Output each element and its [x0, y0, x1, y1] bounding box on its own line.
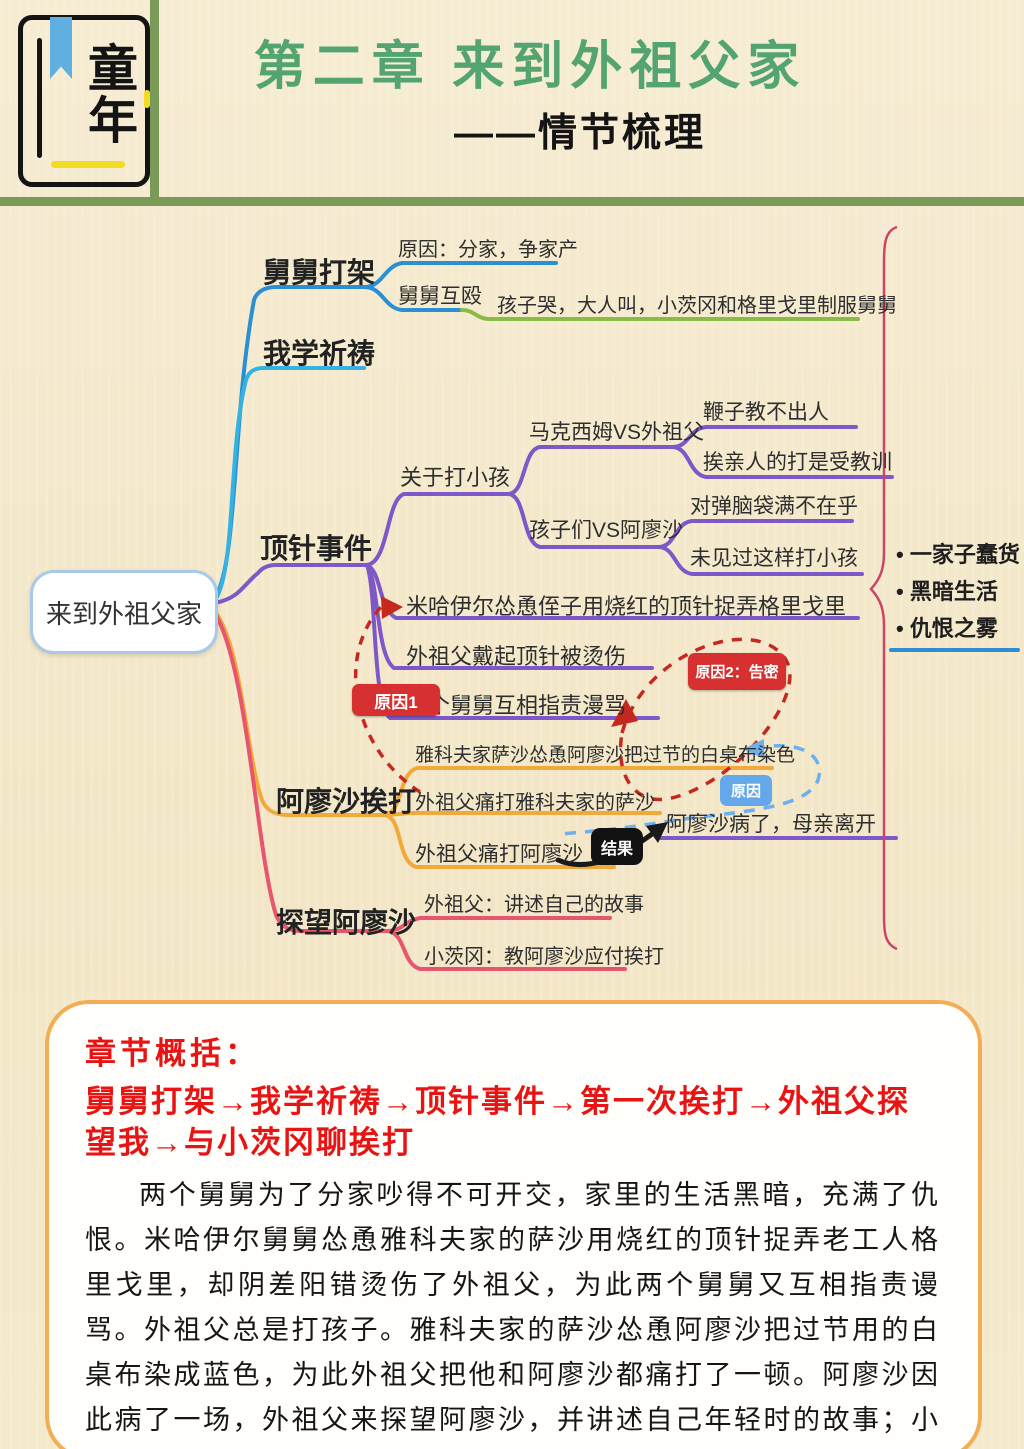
node-flick-no-care: 对弹脑袋满不在乎 — [690, 495, 858, 518]
header-divider-vertical — [150, 0, 159, 197]
node-tsyganok-advice: 小茨冈：教阿廖沙应付挨打 — [424, 946, 664, 968]
node-sasha-tablecloth: 雅科夫家萨沙怂恿阿廖沙把过节的白桌布染色 — [415, 745, 796, 766]
node-uncles-fight: 舅舅打架 — [263, 257, 376, 288]
logo-underline — [51, 161, 125, 168]
node-beating-is-lesson: 挨亲人的打是受教训 — [703, 451, 892, 474]
note-fog-of-hatred: 仇恨之雾 — [896, 610, 1020, 647]
node-about-hitting-kids: 关于打小孩 — [400, 465, 511, 490]
node-fight-cause: 原因：分家，争家产 — [398, 239, 578, 261]
badge-reason2: 原因2：告密 — [688, 653, 786, 690]
node-fight-brawl: 舅舅互殴 — [398, 285, 482, 308]
root-node: 来到外祖父家 — [30, 570, 218, 654]
badge-reason1: 原因1 — [352, 684, 440, 716]
badge-reason: 原因 — [720, 775, 772, 806]
result-arrowhead-icon — [646, 822, 668, 843]
node-kids-vs-alyosha: 孩子们VS阿廖沙 — [529, 519, 684, 542]
node-grandpa-story: 外祖父：讲述自己的故事 — [424, 894, 644, 916]
node-whip-teaches-nothing: 鞭子教不出人 — [703, 401, 829, 424]
node-grandpa-burned: 外祖父戴起顶针被烫伤 — [406, 644, 627, 669]
node-mikhail-prank: 米哈伊尔怂恿侄子用烧红的顶针捉弄格里戈里 — [406, 594, 847, 619]
node-maxim-vs-grandpa: 马克西姆VS外祖父 — [529, 421, 705, 444]
header-divider-horizontal — [0, 197, 1024, 206]
page-title: 第二章 来到外祖父家 — [253, 38, 807, 96]
summary-paragraph: 两个舅舅为了分家吵得不可开交，家里的生活黑暗，充满了仇恨。米哈伊尔舅舅怂恿雅科夫… — [85, 1180, 940, 1435]
note-foolish-family: 一家子蠢货 — [896, 536, 1020, 573]
badge-result: 结果 — [591, 828, 643, 865]
node-fight-detail: 孩子哭，大人叫，小茨冈和格里戈里制服舅舅 — [497, 295, 897, 317]
node-never-seen-beating: 未见过这样打小孩 — [690, 547, 858, 570]
node-thimble-event: 顶针事件 — [260, 533, 373, 564]
node-uncles-blame: 两个舅舅互相指责漫骂 — [406, 693, 627, 718]
branch-thimble-lines — [213, 425, 898, 840]
bookmark-ribbon-icon — [50, 17, 72, 79]
book-logo: 童年 — [18, 15, 150, 187]
summary-flow: 舅舅打架→我学祈祷→顶针事件→第一次挨打→外祖父探望我→与小茨冈聊挨打 — [85, 1084, 910, 1160]
node-alyosha-beaten: 阿廖沙挨打 — [276, 786, 417, 817]
note-dark-life: 黑暗生活 — [896, 573, 1020, 610]
node-learn-pray: 我学祈祷 — [263, 338, 376, 369]
reason1-arrowhead-icon — [381, 596, 403, 619]
book-spine-line — [37, 38, 42, 158]
summary-brace — [869, 225, 898, 951]
logo-clasp — [144, 90, 150, 108]
side-notes: 一家子蠢货 黑暗生活 仇恨之雾 — [896, 536, 1020, 647]
summary-heading: 章节概括： — [85, 1036, 260, 1071]
node-grandpa-beats-sasha: 外祖父痛打雅科夫家的萨沙 — [415, 792, 655, 814]
chapter-summary-box: 章节概括： 舅舅打架→我学祈祷→顶针事件→第一次挨打→外祖父探望我→与小茨冈聊挨… — [45, 1000, 982, 1449]
node-grandpa-beats-alyosha: 外祖父痛打阿廖沙 — [415, 843, 583, 866]
root-node-label: 来到外祖父家 — [45, 598, 202, 629]
page-subtitle: ——情节梳理 — [453, 112, 706, 155]
node-alyosha-sick: 阿廖沙病了，母亲离开 — [666, 813, 876, 836]
node-visit-alyosha: 探望阿廖沙 — [276, 907, 417, 938]
logo-title: 童年 — [81, 42, 137, 146]
